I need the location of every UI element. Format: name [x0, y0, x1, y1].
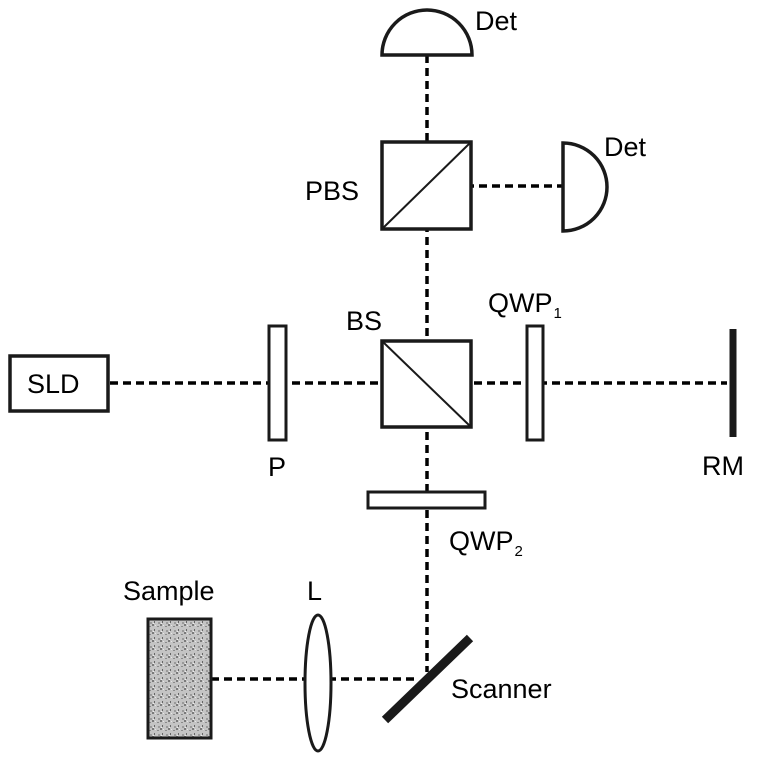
right-detector	[561, 141, 609, 233]
pbs-label: PBS	[305, 176, 359, 206]
reference-mirror-label: RM	[702, 451, 744, 481]
top-detector	[380, 8, 474, 57]
det-top-label: Det	[475, 6, 518, 36]
lens	[303, 613, 333, 753]
bs-label: BS	[346, 306, 382, 336]
quarter-wave-plate-1	[525, 324, 545, 442]
det-right-label: Det	[604, 132, 647, 162]
scanner-label: Scanner	[451, 674, 552, 704]
sld-label: SLD	[27, 369, 80, 399]
lens-label: L	[307, 576, 322, 606]
sample	[146, 617, 213, 740]
polarizer	[267, 324, 288, 442]
beam-splitter	[380, 339, 473, 429]
qwp1-label: QWP1	[488, 288, 562, 322]
sample-label: Sample	[123, 576, 215, 606]
polarizer-label: P	[268, 452, 286, 482]
sld-source	[8, 354, 110, 413]
polarizing-beam-splitter	[380, 140, 473, 231]
qwp2-label: QWP2	[449, 526, 523, 560]
scanner-mirror	[381, 634, 474, 724]
quarter-wave-plate-2	[366, 490, 487, 510]
